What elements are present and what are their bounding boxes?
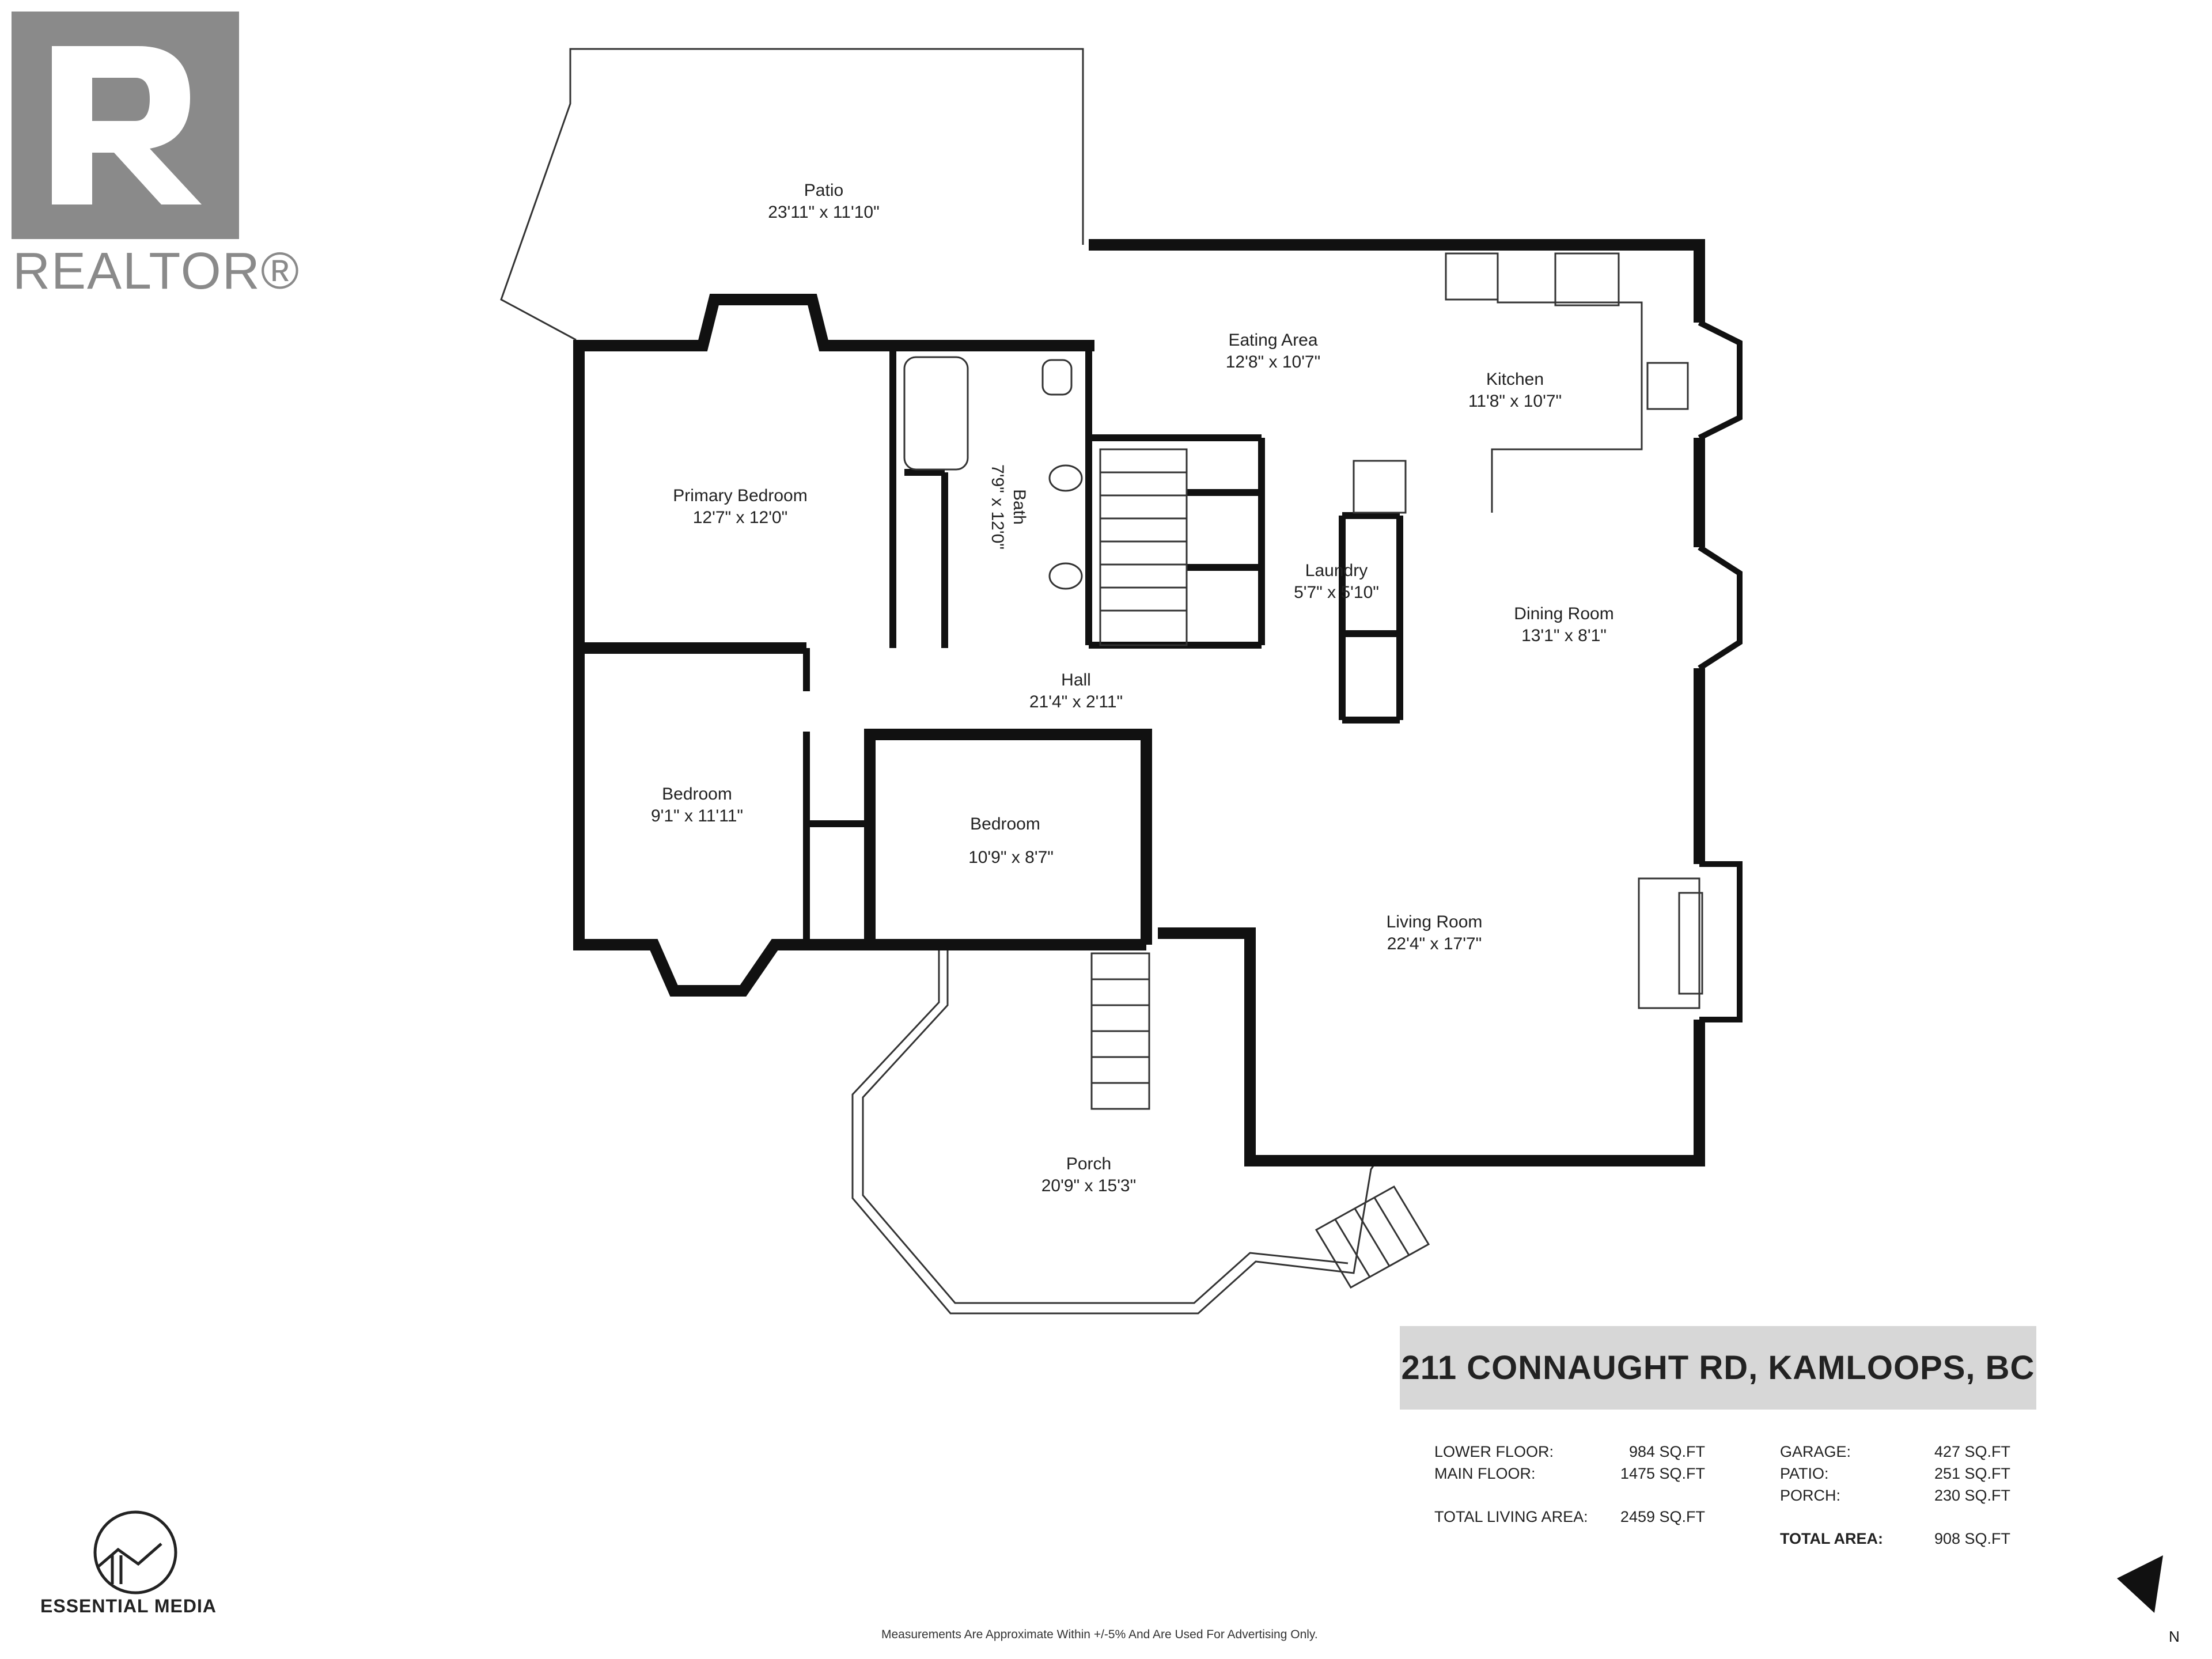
room-name-hall: Hall bbox=[1061, 671, 1091, 690]
room-name-living: Living Room bbox=[1387, 912, 1483, 931]
room-name-dining: Dining Room bbox=[1514, 604, 1613, 623]
room-dims-primary: 12'7" x 12'0" bbox=[693, 508, 788, 527]
fireplace bbox=[1638, 877, 1703, 1009]
stat-value-lower-floor: 984 SQ.FT bbox=[1628, 1443, 1705, 1460]
stat-label-garage: GARAGE: bbox=[1780, 1443, 1851, 1460]
brand-name: ESSENTIAL MEDIA bbox=[40, 1596, 217, 1616]
disclaimer: Measurements Are Approximate Within +/-5… bbox=[881, 1628, 1318, 1641]
stat-label-porch: PORCH: bbox=[1780, 1487, 1841, 1504]
north-arrow-icon: N bbox=[2117, 1555, 2180, 1645]
realtor-wordmark: REALTOR® bbox=[13, 243, 301, 300]
stat-value-porch: 230 SQ.FT bbox=[1934, 1487, 2010, 1504]
room-dims-laundry: 5'7" x 5'10" bbox=[1294, 583, 1379, 602]
room-name-porch: Porch bbox=[1066, 1154, 1111, 1173]
porch-steps bbox=[1090, 952, 1430, 1289]
bath-fixtures bbox=[903, 356, 1083, 590]
room-dims-bedroom1: 9'1" x 11'11" bbox=[651, 806, 743, 825]
room-dims-kitchen: 11'8" x 10'7" bbox=[1468, 392, 1562, 411]
stat-label-patio: PATIO: bbox=[1780, 1465, 1829, 1482]
kitchen-counters bbox=[1353, 252, 1689, 514]
room-dims-bedroom2: 10'9" x 8'7" bbox=[968, 848, 1054, 867]
room-name-bedroom2: Bedroom bbox=[970, 815, 1040, 834]
room-name-kitchen: Kitchen bbox=[1486, 370, 1544, 389]
realtor-logo-icon bbox=[12, 12, 239, 239]
room-dims-living: 22'4" x 17'7" bbox=[1387, 934, 1482, 953]
north-label: N bbox=[2169, 1628, 2180, 1645]
stat-value-main-floor: 1475 SQ.FT bbox=[1620, 1465, 1705, 1482]
room-dims-eating: 12'8" x 10'7" bbox=[1226, 353, 1321, 372]
room-dims-bath: 7'9" x 12'0" bbox=[988, 464, 1007, 550]
patio-outline bbox=[500, 48, 1084, 341]
interior-walls bbox=[803, 346, 1403, 945]
exterior-walls bbox=[573, 239, 1705, 1166]
room-labels: Patio 23'11" x 11'10" Eating Area 12'8" … bbox=[651, 181, 1614, 1195]
stat-value-garage: 427 SQ.FT bbox=[1934, 1443, 2010, 1460]
address-text: 211 CONNAUGHT RD, KAMLOOPS, BC bbox=[1401, 1349, 2035, 1387]
room-dims-hall: 21'4" x 2'11" bbox=[1029, 692, 1123, 711]
stat-value-total-area: 908 SQ.FT bbox=[1934, 1530, 2010, 1547]
room-name-patio: Patio bbox=[804, 181, 843, 200]
room-name-eating: Eating Area bbox=[1228, 331, 1317, 350]
room-name-primary: Primary Bedroom bbox=[673, 486, 807, 505]
stairs-interior bbox=[1099, 448, 1188, 646]
stat-label-main-floor: MAIN FLOOR: bbox=[1434, 1465, 1536, 1482]
room-dims-porch: 20'9" x 15'3" bbox=[1041, 1176, 1137, 1195]
stat-value-patio: 251 SQ.FT bbox=[1934, 1465, 2010, 1482]
address-banner: 211 CONNAUGHT RD, KAMLOOPS, BC bbox=[1400, 1326, 2036, 1410]
room-name-bedroom1: Bedroom bbox=[662, 785, 732, 804]
room-dims-patio: 23'11" x 11'10" bbox=[768, 203, 879, 222]
room-dims-dining: 13'1" x 8'1" bbox=[1521, 626, 1607, 645]
essential-media-logo-icon bbox=[93, 1510, 177, 1594]
stat-label-lower-floor: LOWER FLOOR: bbox=[1434, 1443, 1554, 1460]
room-name-laundry: Laundry bbox=[1305, 561, 1368, 580]
stat-value-total-living: 2459 SQ.FT bbox=[1620, 1508, 1705, 1525]
stat-label-total-living: TOTAL LIVING AREA: bbox=[1434, 1508, 1588, 1525]
stat-label-total-area: TOTAL AREA: bbox=[1780, 1530, 1883, 1547]
bay-windows bbox=[1698, 320, 1743, 1022]
room-name-bath: Bath bbox=[1010, 489, 1029, 525]
